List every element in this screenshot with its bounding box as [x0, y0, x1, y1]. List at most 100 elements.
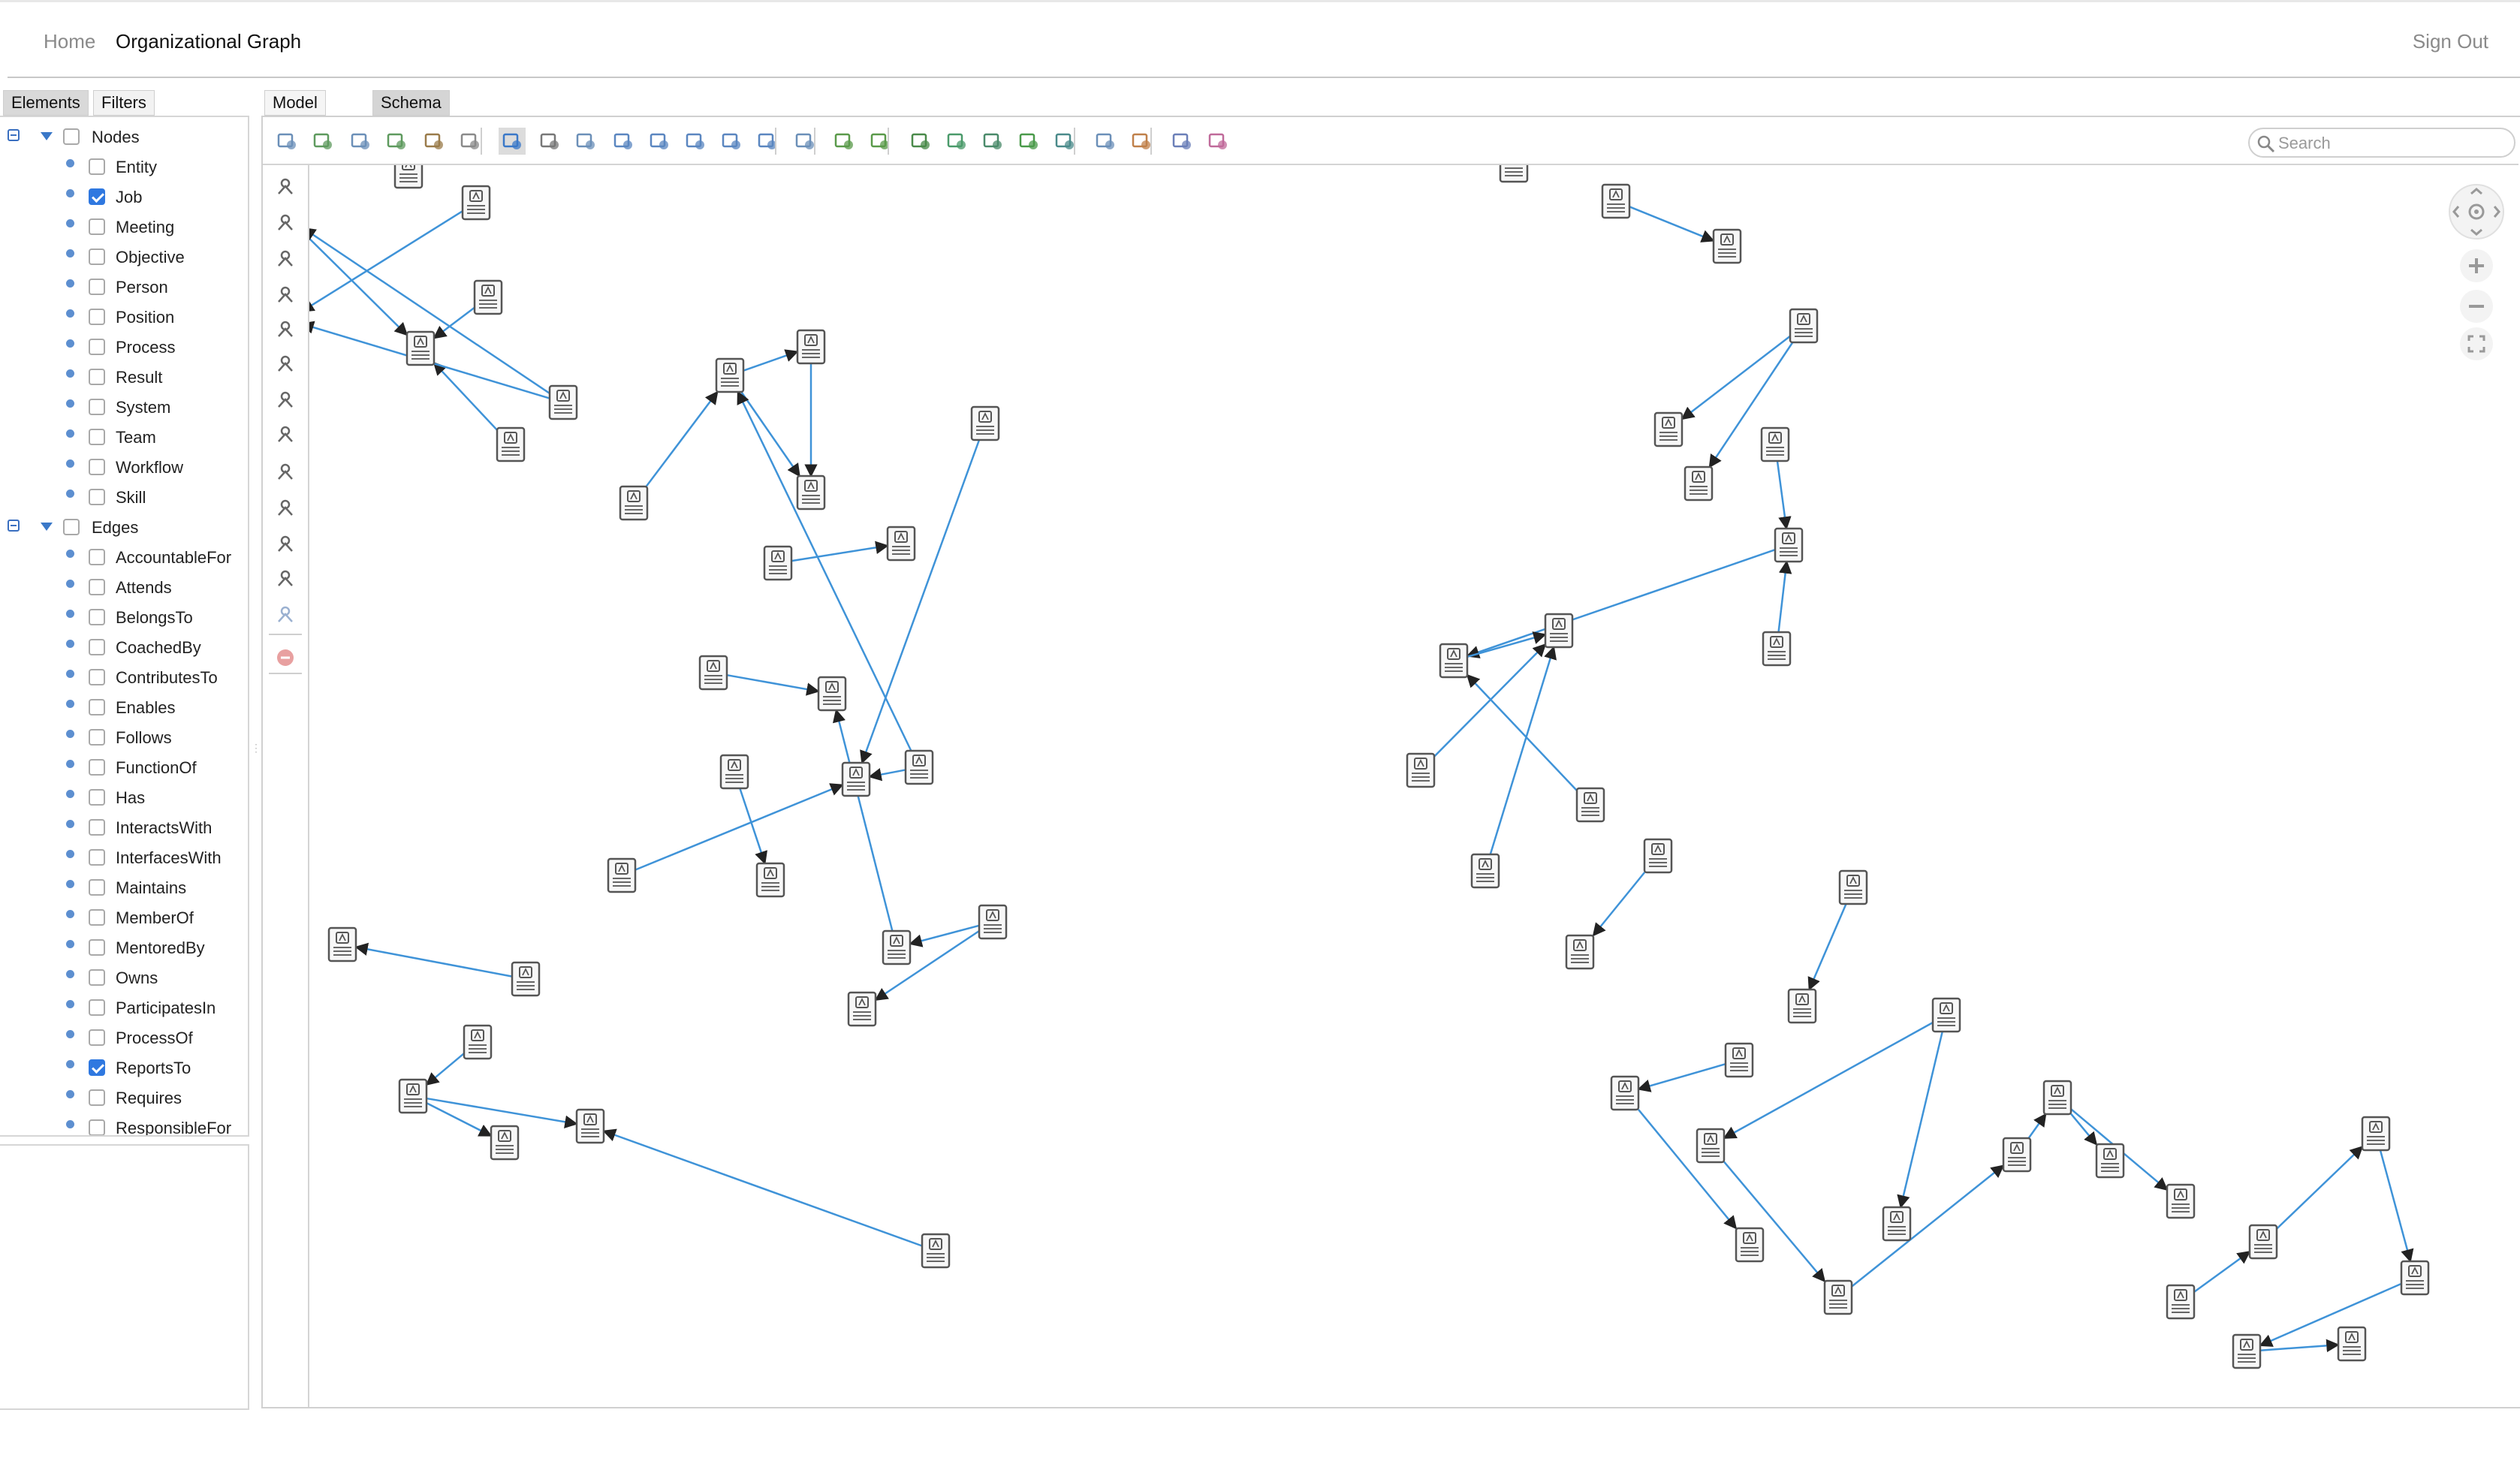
pan-hand-icon[interactable]	[536, 128, 563, 155]
tree-item-checkbox[interactable]	[89, 849, 105, 866]
print-icon[interactable]	[421, 128, 448, 155]
graph-edge[interactable]	[1638, 1109, 1738, 1230]
graph-edge[interactable]	[2379, 1149, 2414, 1263]
graph-node-job[interactable]	[698, 655, 728, 691]
tree-item-checkbox[interactable]	[89, 218, 105, 235]
graph-edge[interactable]	[833, 709, 894, 932]
tree-item-participatesin[interactable]: ParticipatesIn	[0, 993, 248, 1023]
skill-node-icon[interactable]	[272, 565, 299, 592]
expand-triangle-icon[interactable]	[41, 132, 53, 140]
tree-item-attends[interactable]: Attends	[0, 572, 248, 602]
graph-node-job[interactable]	[1406, 752, 1436, 788]
graph-node-job[interactable]	[886, 526, 916, 562]
tree-item-checkbox[interactable]	[89, 1059, 105, 1076]
tree-item-has[interactable]: Has	[0, 782, 248, 812]
graph-edge[interactable]	[1723, 1161, 1826, 1282]
graph-edge[interactable]	[1723, 1021, 1934, 1140]
tree-item-workflow[interactable]: Workflow	[0, 452, 248, 482]
graph-node-job[interactable]	[817, 676, 847, 712]
tree-item-process[interactable]: Process	[0, 332, 248, 362]
graph-node-job[interactable]	[847, 991, 877, 1027]
tab-schema-view[interactable]: Schema View	[372, 90, 450, 136]
graph-node-job[interactable]	[1931, 997, 1961, 1033]
graph-edge[interactable]	[1489, 646, 1557, 855]
tree-item-mentoredby[interactable]: MentoredBy	[0, 932, 248, 962]
graph-edge[interactable]	[2259, 1282, 2402, 1347]
graph-node-job[interactable]	[715, 357, 745, 393]
tree-item-checkbox[interactable]	[89, 369, 105, 385]
tree-item-contributesto[interactable]: ContributesTo	[0, 662, 248, 692]
layout-radial-icon[interactable]	[943, 128, 970, 155]
graph-node-job[interactable]	[2166, 1183, 2196, 1219]
tree-item-checkbox[interactable]	[89, 699, 105, 715]
tree-item-checkbox[interactable]	[89, 399, 105, 415]
graph-edge[interactable]	[743, 349, 799, 372]
tree-item-checkbox[interactable]	[89, 249, 105, 265]
graph-edge[interactable]	[426, 1097, 578, 1128]
tree-item-skill[interactable]: Skill	[0, 482, 248, 512]
tree-item-checkbox[interactable]	[89, 969, 105, 986]
tree-item-checkbox[interactable]	[89, 429, 105, 445]
graph-edge[interactable]	[726, 673, 820, 696]
tree-item-position[interactable]: Position	[0, 302, 248, 332]
nav-pan-icon[interactable]	[2446, 182, 2506, 242]
tree-item-checkbox[interactable]	[89, 939, 105, 956]
splitter-grip-icon[interactable]: ⋮	[251, 742, 261, 754]
tree-item-checkbox[interactable]	[89, 819, 105, 836]
graph-edge[interactable]	[1776, 460, 1792, 530]
tab-filters[interactable]: Filters	[93, 90, 155, 116]
new-graph-icon[interactable]	[273, 128, 300, 155]
sign-out-link[interactable]: Sign Out	[2412, 30, 2488, 53]
select-pointer-icon[interactable]	[499, 128, 526, 155]
graph-edge[interactable]	[1681, 335, 1791, 420]
team-node-icon[interactable]	[272, 350, 299, 377]
graph-node-job[interactable]	[393, 165, 424, 189]
refresh-layout-icon[interactable]	[1128, 128, 1155, 155]
tree-item-checkbox[interactable]	[89, 1089, 105, 1106]
layout-hierarchy-icon[interactable]	[1051, 128, 1078, 155]
layout-tree-icon[interactable]	[979, 128, 1006, 155]
graph-node-job[interactable]	[2337, 1326, 2367, 1362]
tree-item-person[interactable]: Person	[0, 272, 248, 302]
tree-item-processof[interactable]: ProcessOf	[0, 1023, 248, 1053]
tree-item-functionof[interactable]: FunctionOf	[0, 752, 248, 782]
tree-item-result[interactable]: Result	[0, 362, 248, 392]
import-icon[interactable]	[309, 128, 336, 155]
graph-node-job[interactable]	[1653, 411, 1684, 447]
magic-wand-icon[interactable]	[272, 601, 299, 628]
tree-item-checkbox[interactable]	[89, 669, 105, 685]
tree-item-responsiblefor[interactable]: ResponsibleFor	[0, 1113, 248, 1135]
meeting-node-icon[interactable]	[272, 458, 299, 485]
group-checkbox[interactable]	[63, 128, 80, 145]
graph-node-job[interactable]	[398, 1078, 428, 1114]
tree-item-objective[interactable]: Objective	[0, 242, 248, 272]
graph-node-job[interactable]	[1762, 631, 1792, 667]
filter-icon[interactable]	[1204, 128, 1231, 155]
tree-item-checkbox[interactable]	[89, 909, 105, 926]
graph-node-job[interactable]	[2166, 1284, 2196, 1320]
graph-node-job[interactable]	[763, 545, 793, 581]
tree-item-system[interactable]: System	[0, 392, 248, 422]
tree-item-checkbox[interactable]	[89, 579, 105, 595]
graph-node-job[interactable]	[1712, 228, 1742, 264]
graph-edge[interactable]	[1807, 903, 1847, 991]
graph-node-job[interactable]	[1601, 183, 1631, 219]
tree-item-checkbox[interactable]	[89, 489, 105, 505]
group-checkbox[interactable]	[63, 519, 80, 535]
remove-icon[interactable]	[272, 644, 299, 671]
expand-triangle-icon[interactable]	[41, 523, 53, 531]
zoom-out-icon[interactable]	[718, 128, 745, 155]
workflow-node-icon[interactable]	[272, 420, 299, 447]
graph-edge[interactable]	[309, 210, 463, 312]
graph-node-job[interactable]	[548, 384, 578, 420]
graph-edge[interactable]	[2070, 1113, 2098, 1146]
tree-item-checkbox[interactable]	[89, 549, 105, 565]
tree-item-follows[interactable]: Follows	[0, 722, 248, 752]
graph-edge[interactable]	[309, 233, 408, 336]
graph-edge[interactable]	[740, 391, 800, 477]
graph-edge[interactable]	[2276, 1146, 2364, 1230]
tree-item-team[interactable]: Team	[0, 422, 248, 452]
fit-nodes-icon[interactable]	[1092, 128, 1119, 155]
graph-node-job[interactable]	[405, 330, 436, 366]
zoom-fit-icon[interactable]	[754, 128, 781, 155]
